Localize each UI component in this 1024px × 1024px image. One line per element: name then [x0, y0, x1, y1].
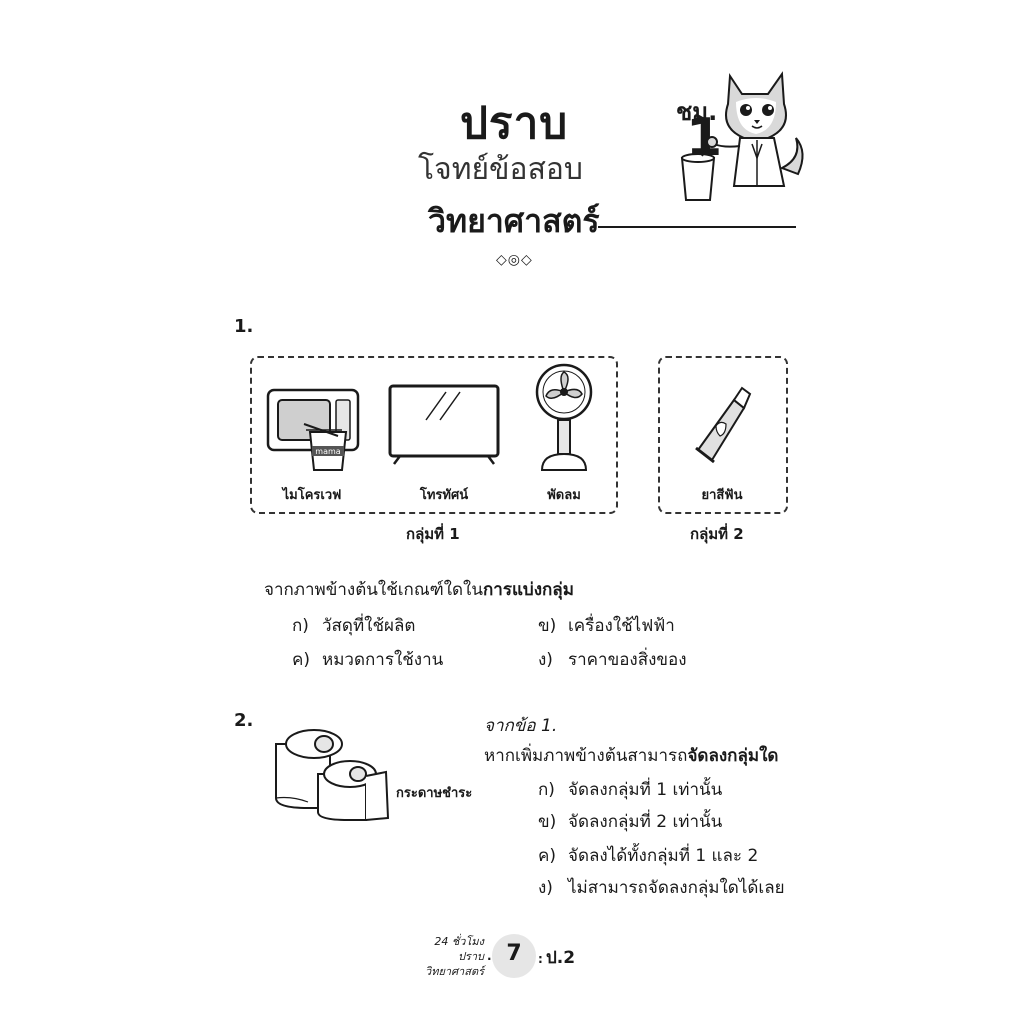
footer-dot-right: :: [538, 952, 543, 966]
footer-line-2: ปราบ: [457, 950, 484, 963]
television-icon: [388, 384, 500, 465]
choice-mark: ง): [538, 650, 553, 670]
choice-text: ราคาของสิ่งของ: [568, 650, 687, 670]
question-1-keyword: การแบ่งกลุ่ม: [482, 580, 574, 600]
q2-choice-d[interactable]: ง) ไม่สามารถจัดลงกลุ่มใดได้เลย: [538, 874, 785, 901]
item-label-microwave: ไมโครเวฟ: [282, 488, 342, 503]
group-2-caption: กลุ่มที่ 2: [690, 525, 744, 543]
footer-line-1: 24 ชั่วโมง: [434, 935, 484, 948]
footer-book-name: 24 ชั่วโมง ปราบ วิทยาศาสตร์: [404, 934, 484, 979]
grade-label: ป.2: [546, 948, 576, 968]
item-label-television: โทรทัศน์: [419, 488, 469, 503]
choice-text: จัดลงกลุ่มที่ 2 เท่านั้น: [568, 812, 723, 832]
item-label-fan: พัดลม: [547, 488, 581, 503]
choice-text: หมวดการใช้งาน: [322, 650, 444, 670]
fan-icon: [535, 363, 593, 471]
question-2-keyword: จัดลงกลุ่มใด: [687, 746, 779, 766]
page-number: 7: [506, 941, 522, 966]
choice-mark: ค): [538, 846, 557, 866]
toothpaste-icon: [695, 386, 752, 464]
footer-dot-left: ·: [487, 952, 492, 966]
toilet-paper-label: กระดาษชำระ: [396, 786, 473, 801]
question-2-text: หากเพิ่มภาพข้างต้นสามารถจัดลงกลุ่มใด: [484, 742, 778, 769]
choice-mark: ง): [538, 878, 553, 898]
q1-choice-c[interactable]: ค) หมวดการใช้งาน: [292, 646, 443, 673]
page-number-badge: [492, 934, 536, 978]
q1-choice-d[interactable]: ง) ราคาของสิ่งของ: [538, 646, 687, 673]
choice-text: ไม่สามารถจัดลงกลุ่มใดได้เลย: [568, 878, 785, 898]
question-1-text: จากภาพข้างต้นใช้เกณฑ์ใดในการแบ่งกลุ่ม: [264, 576, 574, 603]
choice-text: จัดลงกลุ่มที่ 1 เท่านั้น: [568, 780, 723, 800]
chapter-label: ชม.: [676, 98, 718, 126]
book-title: ปราบ: [460, 98, 569, 149]
choice-text: เครื่องใช้ไฟฟ้า: [568, 616, 675, 636]
choice-mark: ข): [538, 812, 557, 832]
cat-scientist-mascot-icon: [680, 71, 804, 201]
name-blank-line: [598, 226, 796, 228]
q1-choice-a[interactable]: ก) วัสดุที่ใช้ผลิต: [292, 612, 415, 639]
microwave-icon: mama: [266, 388, 360, 471]
book-subtitle: โจทย์ข้อสอบ: [418, 152, 583, 187]
book-subject: วิทยาศาสตร์: [428, 202, 600, 240]
choice-mark: ค): [292, 650, 311, 670]
ornament-divider: ◇◎◇: [496, 252, 533, 268]
choice-text: จัดลงได้ทั้งกลุ่มที่ 1 และ 2: [568, 846, 759, 866]
q2-choice-a[interactable]: ก) จัดลงกลุ่มที่ 1 เท่านั้น: [538, 776, 722, 803]
toilet-paper-icon: [275, 729, 390, 821]
question-2-reference: จากข้อ 1.: [484, 716, 558, 736]
footer-line-3: วิทยาศาสตร์: [425, 965, 484, 978]
choice-text: วัสดุที่ใช้ผลิต: [322, 616, 416, 636]
question-1-prefix: จากภาพข้างต้นใช้เกณฑ์ใดใน: [264, 580, 483, 600]
group-1-caption: กลุ่มที่ 1: [406, 525, 460, 543]
group-1-box: [250, 356, 618, 514]
q1-choice-b[interactable]: ข) เครื่องใช้ไฟฟ้า: [538, 612, 675, 639]
cup-brand-text: mama: [315, 447, 340, 456]
q2-choice-c[interactable]: ค) จัดลงได้ทั้งกลุ่มที่ 1 และ 2: [538, 842, 758, 869]
question-1-number: 1.: [234, 316, 254, 337]
item-label-toothpaste: ยาสีฟัน: [701, 488, 743, 503]
group-2-box: [658, 356, 788, 514]
question-2-prefix: หากเพิ่มภาพข้างต้นสามารถ: [484, 746, 688, 766]
question-2-number: 2.: [234, 710, 254, 731]
choice-mark: ข): [538, 616, 557, 636]
choice-mark: ก): [538, 780, 555, 800]
choice-mark: ก): [292, 616, 309, 636]
q2-choice-b[interactable]: ข) จัดลงกลุ่มที่ 2 เท่านั้น: [538, 808, 722, 835]
